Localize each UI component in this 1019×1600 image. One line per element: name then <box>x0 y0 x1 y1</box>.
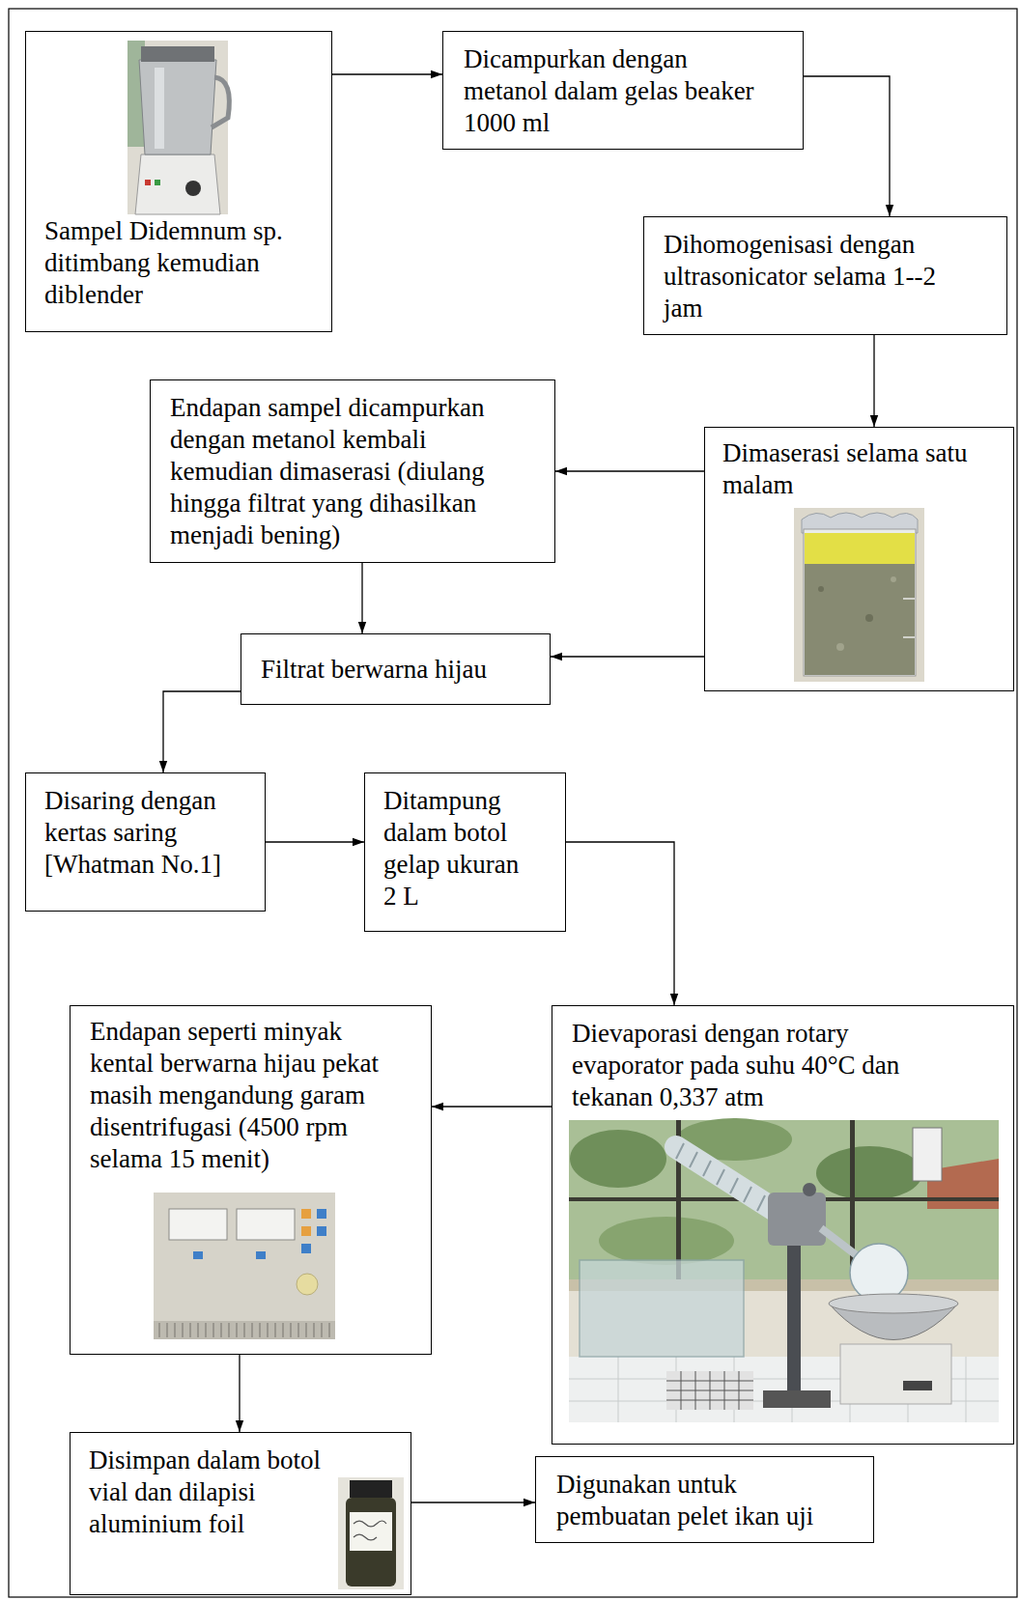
process-box: Disimpan dalam botol vial dan dilapisi a… <box>69 1432 412 1596</box>
flow-arrow <box>238 1355 240 1433</box>
blender-photo <box>135 154 221 215</box>
centrifuge-photo <box>236 1209 295 1241</box>
box-text: Ditampung dalam botol gelap ukuran 2 L <box>383 785 531 913</box>
centrifuge-photo <box>153 1321 336 1340</box>
centrifuge-photo <box>159 1323 330 1338</box>
blender-photo <box>144 179 151 186</box>
box-text: Endapan sampel dicampurkan dengan metano… <box>169 392 528 552</box>
blender-photo <box>185 180 201 197</box>
rotary-evaporator-photo <box>767 1192 826 1246</box>
beaker-photo <box>865 614 874 623</box>
outer-frame <box>8 8 1018 1598</box>
beaker-photo <box>804 564 915 676</box>
flow-arrow <box>550 655 705 657</box>
process-box: Ditampung dalam botol gelap ukuran 2 L <box>364 772 567 933</box>
blender-photo <box>139 59 217 155</box>
rotary-evaporator-photo <box>802 1183 817 1197</box>
rotary-evaporator-photo <box>816 1146 923 1201</box>
rotary-evaporator-photo <box>569 1130 667 1189</box>
beaker-photo <box>793 508 925 682</box>
centrifuge-photo <box>169 1209 227 1241</box>
flow-arrow <box>361 563 363 634</box>
vial-photo <box>338 1477 404 1590</box>
rotary-evaporator-photo <box>840 1344 952 1405</box>
vial-photo <box>353 1521 387 1541</box>
rotary-evaporator-photo <box>828 1294 959 1314</box>
beaker-photo <box>804 533 915 565</box>
process-box: Dihomogenisasi dengan ultrasonicator sel… <box>643 216 1008 336</box>
vial-photo <box>345 1498 397 1587</box>
beaker-photo <box>818 586 824 593</box>
rotary-evaporator-photo <box>763 1390 831 1409</box>
centrifuge-photo <box>316 1226 327 1237</box>
vial-photo <box>338 1477 404 1590</box>
flow-arrow <box>265 841 365 843</box>
box-text: Dimaserasi selama satu malam <box>722 437 1003 502</box>
beaker-photo <box>836 643 845 652</box>
blender-photo <box>154 67 165 149</box>
centrifuge-photo <box>301 1209 312 1219</box>
box-text: Digunakan untuk pembuatan pelet ikan uji <box>556 1469 837 1533</box>
rotary-evaporator-photo <box>598 1217 735 1266</box>
rotary-evaporator-photo <box>849 1244 908 1303</box>
rotary-evaporator-photo <box>568 1120 999 1423</box>
centrifuge-photo <box>316 1209 327 1219</box>
vial-photo <box>349 1512 393 1552</box>
centrifuge-photo <box>301 1244 312 1254</box>
blender-photo <box>154 179 161 186</box>
process-box: Endapan seperti minyak kental berwarna h… <box>69 1005 432 1356</box>
vial-photo <box>349 1480 393 1499</box>
flow-arrow <box>332 73 443 75</box>
beaker-photo <box>903 636 915 639</box>
box-text: Dievaporasi dengan rotary evaporator pad… <box>571 1018 949 1114</box>
flow-arrow <box>803 76 890 217</box>
rotary-evaporator-photo <box>676 1143 765 1212</box>
centrifuge-photo <box>296 1273 318 1296</box>
box-text: Disaring dengan kertas saring [Whatman N… <box>44 785 253 881</box>
beaker-photo <box>803 529 916 677</box>
rotary-evaporator-photo <box>666 1371 754 1411</box>
box-text: Disimpan dalam botol vial dan dilapisi a… <box>88 1444 331 1541</box>
flow-arrow <box>431 1105 552 1107</box>
process-box: Dicampurkan dengan metanol dalam gelas b… <box>442 30 804 150</box>
rotary-evaporator-photo <box>568 1118 999 1423</box>
box-text: Endapan seperti minyak kental berwarna h… <box>89 1016 385 1176</box>
process-box: Endapan sampel dicampurkan dengan metano… <box>149 379 556 564</box>
flow-arrow <box>873 335 875 427</box>
rotary-evaporator-photo <box>903 1381 933 1391</box>
centrifuge-photo <box>301 1226 312 1237</box>
blender-photo <box>211 77 229 128</box>
rotary-evaporator-photo <box>787 1245 801 1401</box>
box-text: Filtrat berwarna hijau <box>260 653 541 686</box>
box-text: Dicampurkan dengan metanol dalam gelas b… <box>463 43 765 140</box>
process-box: Disaring dengan kertas saring [Whatman N… <box>25 772 266 912</box>
process-box: Dimaserasi selama satu malam <box>704 426 1015 692</box>
process-box: Digunakan untuk pembuatan pelet ikan uji <box>535 1456 875 1544</box>
rotary-evaporator-photo <box>666 1371 754 1411</box>
rotary-evaporator-photo <box>579 1260 744 1358</box>
centrifuge-photo <box>193 1251 203 1260</box>
flow-arrow <box>555 470 705 472</box>
process-box: Filtrat berwarna hijau <box>240 633 551 706</box>
centrifuge-photo <box>153 1192 336 1340</box>
process-box: Dievaporasi dengan rotary evaporator pad… <box>551 1005 1015 1445</box>
centrifuge-photo <box>255 1251 266 1260</box>
rotary-evaporator-photo <box>912 1128 942 1182</box>
centrifuge-photo <box>153 1192 336 1340</box>
beaker-photo <box>890 576 897 583</box>
beaker-photo <box>793 508 925 682</box>
box-text: Dihomogenisasi dengan ultrasonicator sel… <box>663 228 973 325</box>
blender-photo <box>141 46 215 62</box>
flow-arrow <box>566 842 675 1006</box>
flow-arrow <box>163 691 241 773</box>
flow-arrow <box>411 1501 536 1503</box>
process-box: Sampel Didemnum sp. ditimbang kemudian d… <box>25 30 333 333</box>
blender-photo <box>127 40 229 215</box>
box-text: Sampel Didemnum sp. ditimbang kemudian d… <box>44 215 315 312</box>
beaker-photo <box>903 597 915 600</box>
